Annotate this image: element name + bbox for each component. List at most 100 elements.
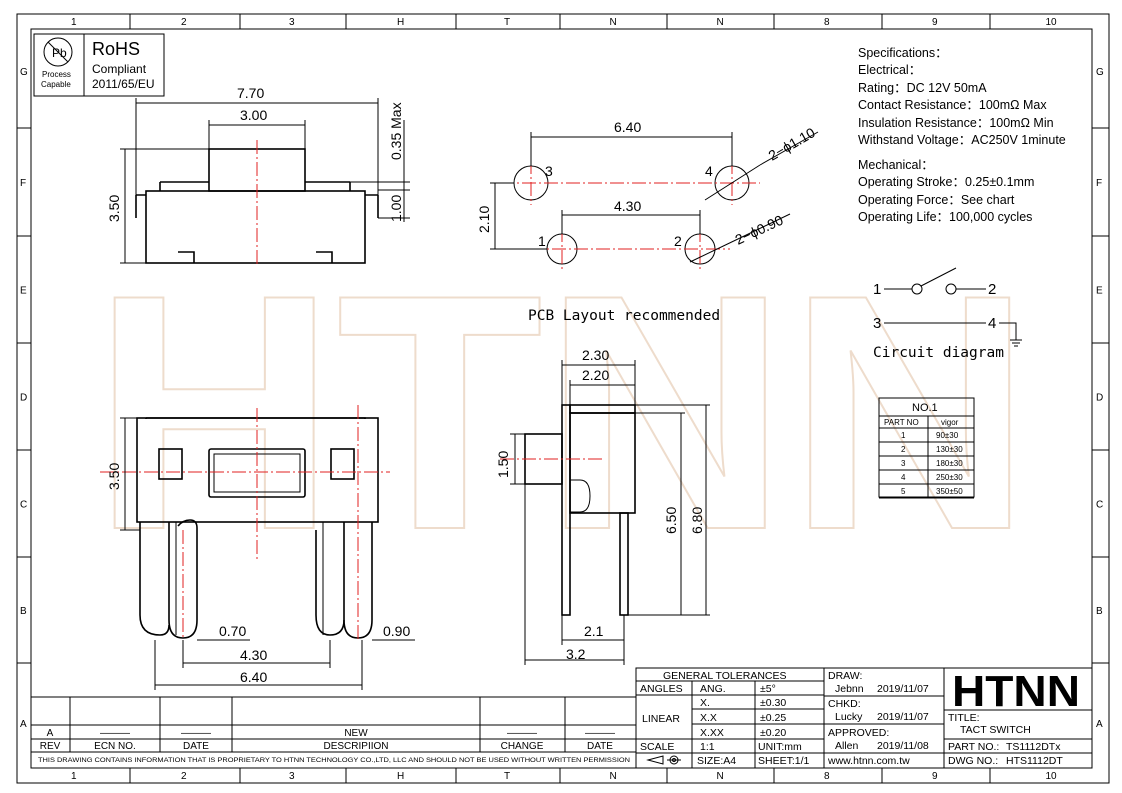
dwg-no-label: DWG NO.: xyxy=(948,755,998,767)
dim-lead-offset: 2.1 xyxy=(584,623,604,639)
rev-cell-2: ——— xyxy=(181,728,211,739)
row-label-right-2: E xyxy=(1096,286,1103,297)
col-label-bottom-9: 10 xyxy=(1046,771,1058,782)
tol-x3-value: ±0.20 xyxy=(760,727,786,739)
side-view: 2.30 2.20 1.50 6.50 6.80 2.1 3.2 xyxy=(495,347,710,665)
rev-cell-0: A xyxy=(47,728,54,739)
ang-label: ANG. xyxy=(700,683,726,695)
spec-line-1: Rating：DC 12V 50mA xyxy=(858,81,987,95)
proprietary-notice: THIS DRAWING CONTAINS INFORMATION THAT I… xyxy=(38,757,630,764)
pin-label-4: 4 xyxy=(705,163,713,179)
spec-line-0: Electrical： xyxy=(858,63,921,77)
dim-pin-width: 0.70 xyxy=(219,623,246,639)
tol-x2-value: ±0.25 xyxy=(760,712,786,724)
approved-date: 2019/11/08 xyxy=(877,740,929,752)
row-label-left-6: A xyxy=(20,719,27,730)
rev-cell-3: NEW xyxy=(344,728,368,739)
tol-x1: X. xyxy=(700,697,710,709)
rev-header-5: DATE xyxy=(587,741,613,752)
pb-badge-icon xyxy=(43,37,73,67)
front-view: 3.50 0.70 4.30 6.40 0.90 xyxy=(100,405,415,690)
dim-front-height: 3.50 xyxy=(106,463,122,490)
circuit-pin-3: 3 xyxy=(873,315,881,332)
dim-outer-length: 6.80 xyxy=(689,507,705,534)
force-part-4: 5 xyxy=(901,487,906,496)
website: www.htnn.com.tw xyxy=(827,755,910,767)
chkd-date: 2019/11/07 xyxy=(877,711,929,723)
dim-flange-height: 1.00 xyxy=(388,195,404,222)
ground-icon xyxy=(999,322,1022,347)
unit-label: UNIT:mm xyxy=(758,741,802,753)
spec-line-3: Insulation Resistance：100mΩ Min xyxy=(858,116,1054,130)
rohs-title: RoHS xyxy=(92,39,140,59)
dim-top-height: 0.35 Max xyxy=(388,102,404,160)
rev-cell-5: ——— xyxy=(585,728,615,739)
force-part-2: 3 xyxy=(901,459,906,468)
spec-line-6: Mechanical： xyxy=(858,158,934,172)
row-label-right-4: C xyxy=(1096,500,1103,511)
col-label-top-5: N xyxy=(610,17,617,28)
dim-row-spacing: 2.10 xyxy=(476,206,492,233)
pin-label-1: 1 xyxy=(538,233,546,249)
circuit-pin-2: 2 xyxy=(988,281,996,298)
row-label-left-4: C xyxy=(20,500,27,511)
rohs-line2: 2011/65/EU xyxy=(92,77,155,91)
pb-symbol: Pb xyxy=(52,46,67,60)
pin-label-2: 2 xyxy=(674,233,682,249)
dim-pad-pitch-narrow: 4.30 xyxy=(614,198,641,214)
size-label: SIZE:A4 xyxy=(697,755,736,767)
col-label-bottom-5: N xyxy=(610,771,617,782)
row-label-left-0: G xyxy=(20,67,28,78)
circuit-pin-1: 1 xyxy=(873,281,881,298)
rev-header-4: CHANGE xyxy=(501,741,544,752)
dim-button-width: 3.00 xyxy=(240,107,267,123)
dim-overall-width: 7.70 xyxy=(237,85,264,101)
spec-line-4: Withstand Voltage：AC250V 1minute xyxy=(858,133,1066,147)
row-label-right-6: A xyxy=(1096,719,1103,730)
col-label-bottom-3: H xyxy=(397,771,404,782)
force-table-title: NO.1 xyxy=(912,402,938,414)
rev-cell-1: ——— xyxy=(100,728,130,739)
col-label-bottom-7: 8 xyxy=(824,771,830,782)
approved-name: Allen xyxy=(835,740,859,752)
dim-side-body: 2.20 xyxy=(582,367,609,383)
spec-line-8: Operating Force：See chart xyxy=(858,193,1015,207)
col-label-bottom-0: 1 xyxy=(71,771,77,782)
chkd-name: Lucky xyxy=(835,711,863,723)
htnn-logo: HTNN xyxy=(952,667,1080,716)
rev-cell-4: ——— xyxy=(507,728,537,739)
rohs-block: Pb Process Capable RoHS Compliant 2011/6… xyxy=(33,33,165,97)
col-label-bottom-6: N xyxy=(717,771,724,782)
force-header-part: PART NO xyxy=(884,418,919,427)
force-part-3: 4 xyxy=(901,473,906,482)
row-label-left-5: B xyxy=(20,606,27,617)
col-label-top-3: H xyxy=(397,17,404,28)
draw-name: Jebnn xyxy=(835,683,864,695)
dim-inner-length: 6.50 xyxy=(663,507,679,534)
col-label-bottom-8: 9 xyxy=(932,771,938,782)
row-label-left-1: F xyxy=(20,178,26,189)
circuit-diagram: 1 2 3 4 Circuit diagram xyxy=(873,267,1022,361)
force-vigor-3: 250±30 xyxy=(936,473,963,482)
circuit-pin-4: 4 xyxy=(988,315,996,332)
rev-header-3: DESCRIPIION xyxy=(323,741,388,752)
col-label-top-0: 1 xyxy=(71,17,77,28)
linear-label: LINEAR xyxy=(642,713,680,725)
col-label-bottom-1: 2 xyxy=(181,771,187,782)
circuit-label: Circuit diagram xyxy=(873,345,1004,361)
row-label-right-1: F xyxy=(1096,178,1102,189)
part-no-value: TS1112DTx xyxy=(1006,741,1061,753)
badge-line1: Process xyxy=(42,70,71,79)
col-label-top-1: 2 xyxy=(181,17,187,28)
col-label-bottom-4: T xyxy=(504,771,510,782)
part-no-label: PART NO.: xyxy=(948,741,999,753)
draw-date: 2019/11/07 xyxy=(877,683,929,695)
row-label-right-0: G xyxy=(1096,67,1104,78)
scale-value: 1:1 xyxy=(700,741,715,753)
col-label-top-9: 10 xyxy=(1046,17,1058,28)
specifications: Specifications： Electrical：Rating：DC 12V… xyxy=(858,46,1066,224)
col-label-bottom-2: 3 xyxy=(289,771,295,782)
